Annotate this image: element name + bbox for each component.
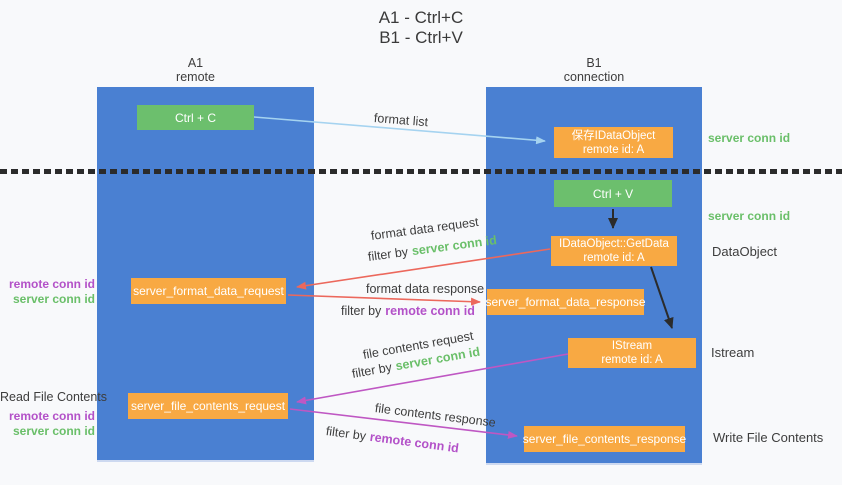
left-label-conn-pair-1: remote conn id server conn id	[0, 277, 95, 307]
left-label-read-file-contents: Read File Contents	[0, 390, 108, 404]
lane-b1-title: B1	[586, 56, 602, 70]
filter-by-text: filter by	[341, 304, 382, 318]
node-idataobject-getdata-line1: IDataObject::GetData	[559, 238, 669, 250]
right-label-istream: Istream	[711, 345, 755, 360]
server-conn-id-text: server conn id	[411, 233, 498, 259]
right-label-dataobject: DataObject	[712, 244, 778, 259]
right-label-write-file-contents: Write File Contents	[713, 430, 824, 445]
left-remote-conn-id-2: remote conn id	[8, 409, 95, 423]
left-label-conn-pair-2: remote conn id server conn id	[0, 409, 95, 439]
title-line-1: A1 - Ctrl+C	[378, 8, 464, 27]
right-label-server-conn-id-2: server conn id	[708, 209, 791, 223]
arrow-format-data-response	[287, 294, 481, 306]
node-server-format-data-request: server_format_data_request	[131, 278, 286, 304]
lane-header-a1: A1 remote	[87, 56, 304, 84]
node-idataobject-getdata: IDataObject::GetData remote id: A	[551, 236, 677, 266]
node-server-file-contents-response: server_file_contents_response	[523, 426, 686, 452]
node-ctrl-c: Ctrl + C	[137, 105, 254, 130]
lane-a1-subtitle: remote	[176, 70, 215, 84]
lane-a1-title: A1	[187, 56, 204, 70]
title-line-2: B1 - Ctrl+V	[379, 28, 463, 47]
right-label-server-conn-id-1: server conn id	[708, 131, 791, 145]
dotted-divider	[0, 169, 842, 174]
node-idataobject-getdata-line2: remote id: A	[583, 252, 645, 264]
left-remote-conn-id-1: remote conn id	[8, 277, 95, 291]
filter-by-text: filter by	[350, 360, 393, 381]
arrow-label-format-data-response: format data response	[366, 282, 485, 296]
node-istream-line1: IStream	[611, 340, 653, 352]
node-istream: IStream remote id: A	[568, 338, 696, 368]
diagram-title: A1 - Ctrl+C B1 - Ctrl+V	[0, 8, 842, 48]
node-istream-line2: remote id: A	[601, 354, 663, 366]
remote-conn-id-text: remote conn id	[369, 429, 460, 456]
lane-header-b1: B1 connection	[486, 56, 702, 84]
node-save-idataobject-line1: 保存IDataObject	[571, 129, 656, 142]
remote-conn-id-text: remote conn id	[385, 304, 475, 318]
filter-by-text: filter by	[325, 424, 367, 444]
node-ctrl-v: Ctrl + V	[554, 180, 672, 207]
arrow-label-format-list: format list	[373, 111, 429, 130]
left-server-conn-id-1: server conn id	[12, 292, 95, 306]
lane-b1-subtitle: connection	[563, 70, 625, 84]
left-server-conn-id-2: server conn id	[12, 424, 95, 438]
node-server-format-data-response: server_format_data_response	[485, 289, 646, 315]
node-save-idataobject-line2: remote id: A	[582, 143, 645, 156]
filter-by-text: filter by	[367, 244, 409, 264]
node-server-file-contents-request: server_file_contents_request	[128, 393, 288, 419]
arrow-label-file-contents-response: file contents response	[374, 401, 497, 430]
node-save-idataobject: 保存IDataObject remote id: A	[554, 127, 673, 158]
